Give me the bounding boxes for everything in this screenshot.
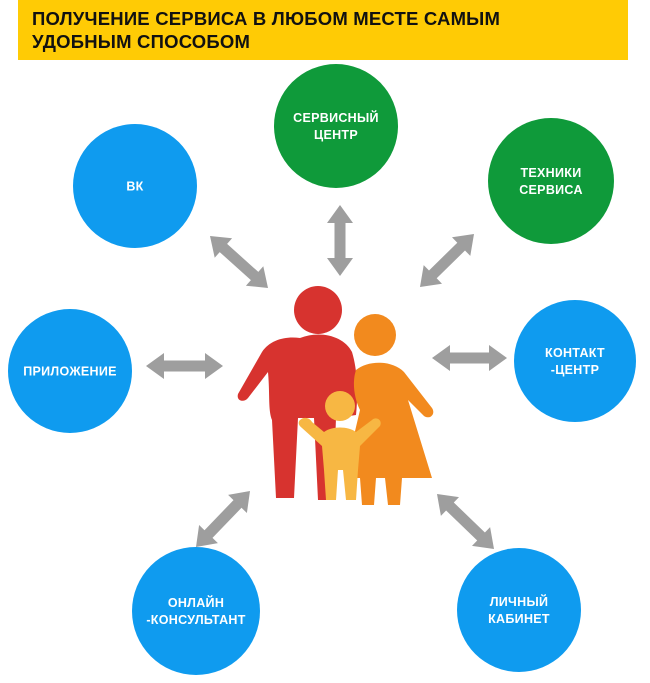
node-circle: [132, 547, 260, 675]
node-service-center: СЕРВИСНЫЙ ЦЕНТР: [274, 64, 398, 188]
child-figure: [298, 391, 381, 500]
node-circle: [274, 64, 398, 188]
double-arrow-icon: [437, 494, 494, 549]
double-arrow-icon: [210, 236, 268, 288]
node-service-technicians: ТЕХНИКИ СЕРВИСА: [488, 118, 614, 244]
node-label: КАБИНЕТ: [488, 612, 550, 626]
node-label: -КОНСУЛЬТАНТ: [146, 613, 245, 627]
node-personal-account: ЛИЧНЫЙ КАБИНЕТ: [457, 548, 581, 672]
node-label: ЛИЧНЫЙ: [490, 594, 549, 609]
node-vk: ВК: [73, 124, 197, 248]
family-icon: [237, 286, 434, 505]
node-label: СЕРВИСА: [519, 183, 583, 197]
double-arrow-icon: [420, 234, 474, 287]
node-label: ЦЕНТР: [314, 128, 358, 142]
double-arrow-icon: [432, 345, 507, 371]
node-circle: [73, 124, 197, 248]
double-arrow-icon: [196, 491, 250, 547]
title-banner: ПОЛУЧЕНИЕ СЕРВИСА В ЛЮБОМ МЕСТЕ САМЫМ УД…: [18, 0, 628, 60]
title-line-2: УДОБНЫМ СПОСОБОМ: [32, 31, 251, 52]
mother-figure: [344, 314, 434, 505]
node-circle: [488, 118, 614, 244]
node-circle: [514, 300, 636, 422]
node-label: ОНЛАЙН: [168, 595, 224, 610]
node-contact-center: КОНТАКТ -ЦЕНТР: [514, 300, 636, 422]
node-online-consultant: ОНЛАЙН -КОНСУЛЬТАНТ: [132, 547, 260, 675]
arrows-group: [146, 205, 507, 549]
node-label: -ЦЕНТР: [551, 363, 599, 377]
double-arrow-icon: [327, 205, 353, 276]
node-circle: [8, 309, 132, 433]
nodes-group: СЕРВИСНЫЙ ЦЕНТР ТЕХНИКИ СЕРВИСА ВК ПРИЛОЖЕНИЕ…: [8, 64, 636, 675]
node-label: ВК: [126, 180, 143, 194]
node-label: СЕРВИСНЫЙ: [293, 110, 379, 125]
double-arrow-icon: [146, 353, 223, 379]
node-label: ТЕХНИКИ: [520, 166, 581, 180]
title-line-1: ПОЛУЧЕНИЕ СЕРВИСА В ЛЮБОМ МЕСТЕ САМЫМ: [32, 8, 501, 29]
node-label: ПРИЛОЖЕНИЕ: [23, 365, 117, 379]
node-circle: [457, 548, 581, 672]
node-label: КОНТАКТ: [545, 346, 605, 360]
node-app: ПРИЛОЖЕНИЕ: [8, 309, 132, 433]
